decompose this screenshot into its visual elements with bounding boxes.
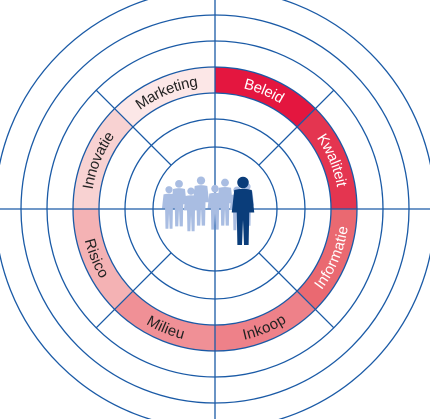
leader-person-icon — [231, 176, 255, 245]
segment-risico — [73, 209, 133, 310]
spoke-line — [95, 89, 172, 166]
spoke-line — [258, 252, 335, 329]
person-icon — [217, 178, 233, 226]
spoke-line — [258, 89, 335, 166]
people-group-icon — [161, 176, 255, 245]
spoke-line — [95, 252, 172, 329]
segment-innovatie — [73, 108, 133, 209]
segment-kwaliteit — [297, 108, 357, 209]
segment-milieu — [114, 291, 215, 351]
person-icon — [171, 179, 187, 227]
segment-inkoop — [215, 291, 316, 351]
person-icon — [192, 176, 210, 226]
segment-marketing — [114, 67, 215, 127]
segment-beleid — [215, 67, 316, 127]
segment-informatie — [297, 209, 357, 310]
person-icon — [183, 187, 199, 232]
segments-layer — [73, 67, 357, 351]
